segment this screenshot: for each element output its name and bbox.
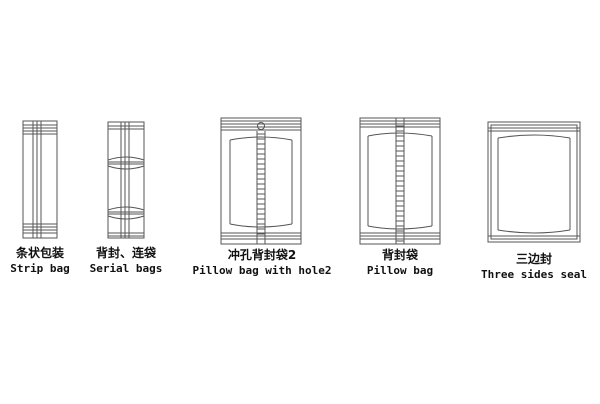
three-sides-seal-en: Three sides seal: [481, 268, 587, 281]
strip-bag-en: Strip bag: [10, 262, 70, 275]
pillow-bag-with-hole-drawing: [220, 117, 302, 245]
label-three-sides-seal: 三边封 Three sides seal: [481, 252, 587, 282]
pillow-bag-zh: 背封袋: [381, 248, 419, 262]
serial-bags-drawing: [107, 121, 145, 239]
serial-bags-zh: 背封、连袋: [95, 246, 157, 260]
pillow-bag-en: Pillow bag: [366, 264, 434, 277]
serial-bags-en: Serial bags: [89, 262, 163, 275]
hang-hole-icon: [257, 122, 265, 130]
strip-bag-zh: 条状包装: [15, 246, 65, 260]
three-sides-seal-zh: 三边封: [515, 252, 552, 266]
three-sides-seal-drawing: [487, 121, 581, 243]
label-pillow-bag: 背封袋 Pillow bag: [367, 248, 433, 278]
strip-bag-drawing: [22, 120, 58, 239]
pillow-bag-with-hole-en: Pillow bag with hole2: [192, 264, 332, 277]
pillow-bag-drawing: [359, 117, 441, 245]
label-pillow-bag-with-hole: 冲孔背封袋2 Pillow bag with hole2: [192, 248, 331, 278]
label-strip-bag: 条状包装 Strip bag: [10, 246, 70, 276]
pillow-bag-with-hole-zh: 冲孔背封袋2: [227, 248, 297, 262]
label-serial-bags: 背封、连袋 Serial bags: [90, 246, 163, 276]
